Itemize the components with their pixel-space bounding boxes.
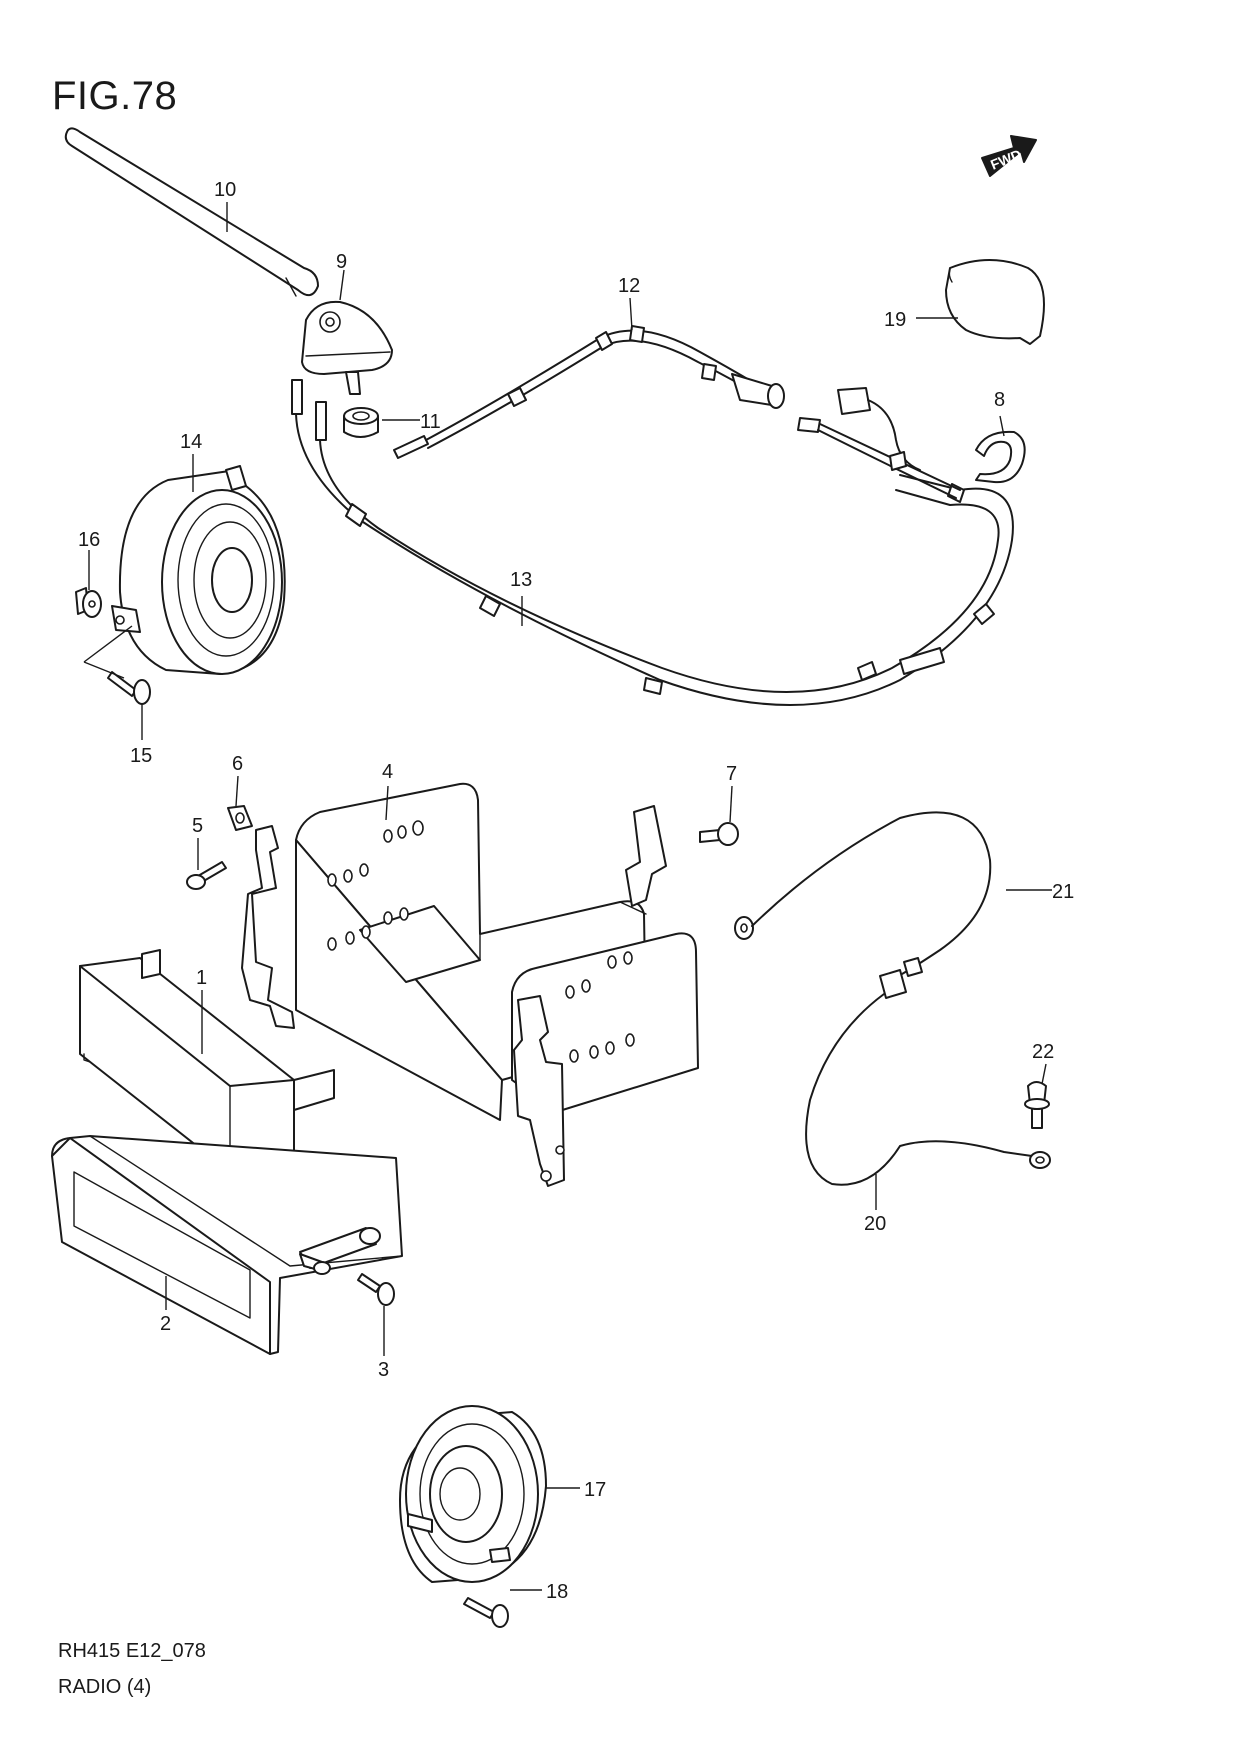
callout-20: 20: [864, 1213, 886, 1235]
callout-18: 18: [546, 1581, 568, 1603]
callout-13: 13: [510, 569, 532, 591]
part-radio-bracket: [241, 782, 699, 1187]
part-clip-nut: [227, 805, 253, 831]
callout-21: 21: [1052, 881, 1074, 903]
part-antenna-nut: [343, 407, 379, 438]
callout-15: 15: [130, 745, 152, 767]
callout-6: 6: [232, 753, 243, 775]
part-front-speaker: [111, 465, 286, 675]
part-antenna-cable: [291, 379, 1014, 706]
part-screw-5: [186, 861, 227, 890]
callout-19: 19: [884, 309, 906, 331]
part-antenna-rod: [64, 127, 319, 297]
part-bolt-7: [699, 822, 739, 846]
part-screw-15: [107, 671, 151, 705]
callout-1: 1: [196, 967, 207, 989]
callout-8: 8: [994, 389, 1005, 411]
part-trim-plate: [79, 949, 335, 1173]
part-ground-wire-21: [734, 811, 992, 977]
section-name: RADIO (4): [58, 1676, 152, 1698]
callout-leaders: [83, 202, 1052, 1591]
callout-5: 5: [192, 815, 203, 837]
model-code: RH415 E12_078: [58, 1640, 206, 1662]
part-extension-cable: [393, 325, 961, 499]
callout-12: 12: [618, 275, 640, 297]
part-cable-cap: [945, 259, 1045, 345]
callout-2: 2: [160, 1313, 171, 1335]
callout-9: 9: [336, 251, 347, 273]
part-screw-18: [463, 1597, 509, 1628]
part-antenna-base: [301, 300, 393, 395]
callout-4: 4: [382, 761, 393, 783]
callout-labels: 10 9 12 19 8 11 14 16 13 15 6 4 7 5 21 1…: [78, 179, 1074, 1603]
callout-10: 10: [214, 179, 236, 201]
part-ground-wire-20: [805, 969, 1051, 1186]
part-bolt-22: [1024, 1081, 1050, 1129]
bracket-slot-holes: [327, 820, 635, 1063]
callout-17: 17: [584, 1479, 606, 1501]
part-screw-3: [357, 1273, 395, 1306]
fwd-label: FWD: [988, 146, 1024, 173]
part-radio-housing: [51, 1135, 403, 1355]
callout-3: 3: [378, 1359, 389, 1381]
callout-16: 16: [78, 529, 100, 551]
part-cable-clamp: [975, 430, 1026, 484]
figure-title: FIG.78: [52, 74, 178, 118]
callout-11: 11: [420, 411, 441, 433]
part-rear-speaker: [399, 1405, 547, 1583]
part-speaker-clip: [75, 587, 102, 618]
callout-22: 22: [1032, 1041, 1054, 1063]
callout-14: 14: [180, 431, 202, 453]
callout-7: 7: [726, 763, 737, 785]
fwd-arrow-icon: FWD: [981, 135, 1037, 177]
